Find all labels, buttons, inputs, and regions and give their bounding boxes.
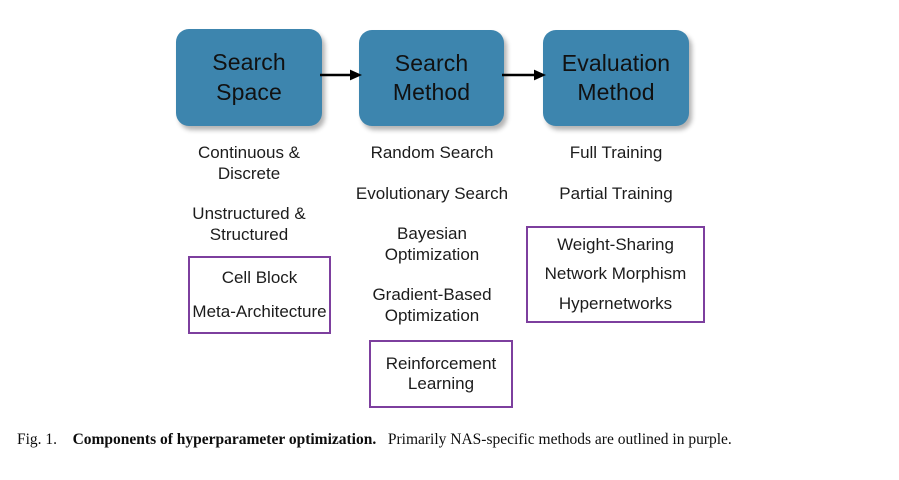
list-item-line-1: Evolutionary Search	[355, 183, 509, 203]
nas-box-line: Cell Block	[221, 268, 298, 287]
stage-label-line-2: Method	[577, 79, 655, 105]
list-item-line-1: Bayesian	[397, 224, 467, 243]
list-item-line-2: Discrete	[217, 163, 281, 183]
stage-label-line-1: Search	[212, 49, 286, 76]
nas-box-line: Weight-Sharing	[557, 234, 674, 254]
caption-title: Components of hyperparameter optimizatio…	[72, 431, 377, 448]
column-search-method: Random Search Evolutionary Search Bayesi…	[352, 143, 512, 326]
list-item: Evolutionary Search	[352, 184, 512, 205]
list-item-line-2: Structured	[209, 224, 289, 244]
list-item: Random Search	[352, 143, 512, 164]
arrow-search-method-to-evaluation-method	[502, 69, 546, 81]
stage-label-line-1: Evaluation	[561, 49, 671, 76]
list-item: Bayesian Optimization	[352, 224, 512, 265]
list-item-line-1: Continuous &	[197, 143, 301, 162]
nas-box-search-method: Reinforcement Learning	[369, 340, 513, 408]
list-item-line-1: Full Training	[569, 143, 663, 162]
nas-box-search-space: Cell Block Meta-Architecture	[188, 256, 331, 334]
list-item-line-2: Optimization	[384, 305, 480, 325]
stage-box-text: Evaluation Method	[562, 49, 670, 108]
list-item: Gradient-Based Optimization	[352, 285, 512, 326]
nas-box-line: Hypernetworks	[558, 293, 673, 313]
nas-box-line: Network Morphism	[544, 264, 687, 284]
stage-box-text: Search Method	[393, 49, 470, 108]
column-evaluation-method: Full Training Partial Training	[526, 143, 706, 204]
caption-figure-number: Fig. 1.	[17, 431, 58, 448]
list-item-line-1: Partial Training	[559, 183, 673, 203]
list-item: Continuous & Discrete	[159, 143, 339, 184]
arrow-search-space-to-search-method	[320, 69, 362, 81]
stage-box-evaluation-method: Evaluation Method	[543, 30, 689, 126]
list-item-line-1: Unstructured &	[192, 204, 306, 223]
column-search-space: Continuous & Discrete Unstructured & Str…	[159, 143, 339, 245]
nas-box-line: Reinforcement	[385, 353, 497, 373]
list-item: Full Training	[526, 143, 706, 164]
nas-box-evaluation-method: Weight-Sharing Network Morphism Hypernet…	[526, 226, 705, 323]
list-item: Partial Training	[526, 184, 706, 205]
list-item-line-1: Gradient-Based	[372, 285, 492, 304]
nas-box-line: Meta-Architecture	[192, 301, 327, 321]
stage-label-line-1: Search	[394, 49, 469, 76]
list-item-line-1: Random Search	[370, 143, 494, 162]
stage-box-search-space: Search Space	[176, 29, 322, 126]
caption-description: Primarily NAS-specific methods are outli…	[387, 431, 732, 448]
stage-label-line-2: Method	[392, 79, 471, 105]
figure-caption: Fig. 1. Components of hyperparameter opt…	[17, 430, 887, 451]
stage-label-line-2: Space	[216, 78, 282, 105]
list-item-line-2: Optimization	[384, 244, 480, 264]
list-item: Unstructured & Structured	[159, 204, 339, 245]
stage-box-search-method: Search Method	[359, 30, 504, 126]
stage-box-text: Search Space	[212, 48, 285, 107]
nas-box-line: Learning	[407, 374, 475, 393]
